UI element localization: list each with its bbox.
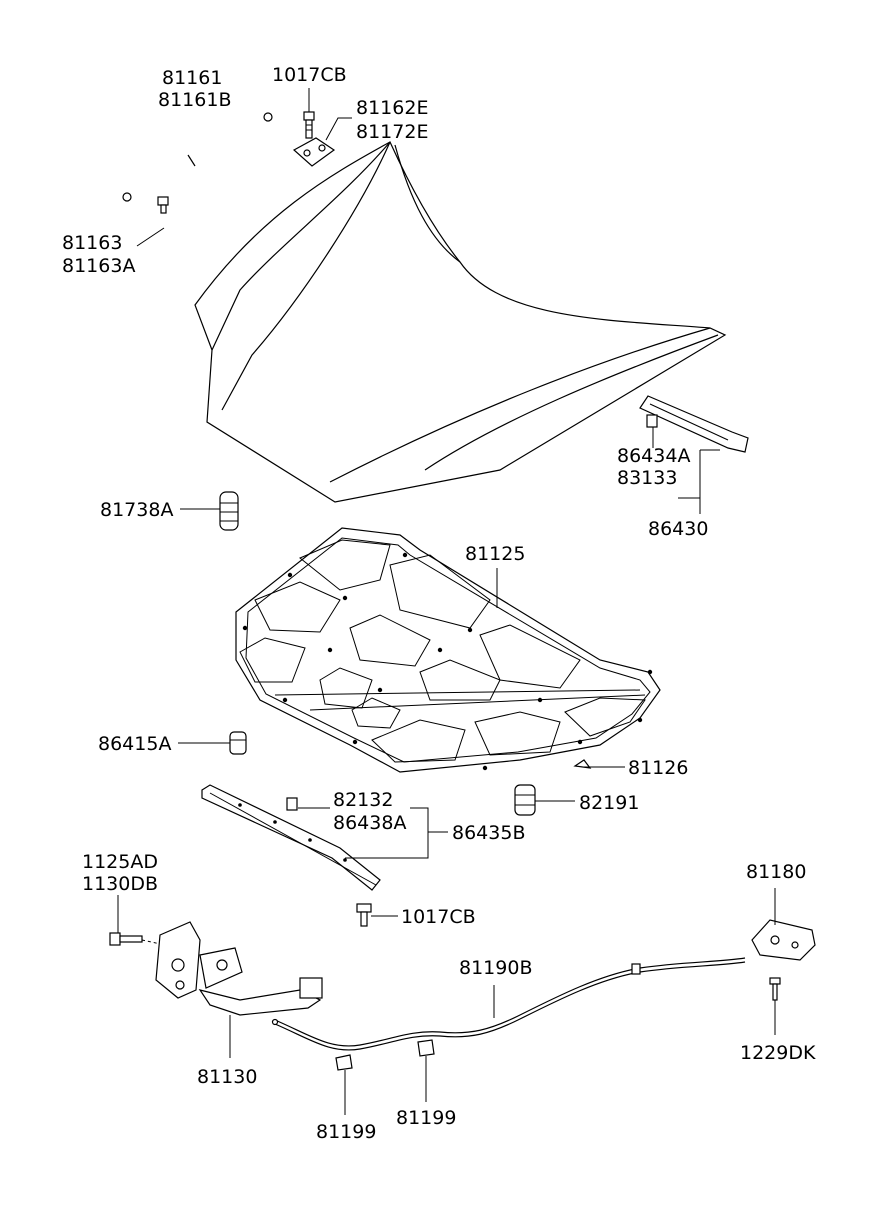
label-81163a: 81163A	[62, 255, 135, 277]
hood-panel	[194, 141, 727, 503]
label-81126: 81126	[628, 757, 688, 779]
label-81190b: 81190B	[459, 957, 532, 979]
label-1017cb-top: 1017CB	[272, 64, 347, 86]
hood-latch	[155, 921, 323, 1016]
label-81162e: 81162E	[356, 97, 428, 119]
label-1229dk: 1229DK	[740, 1042, 816, 1064]
label-86435b: 86435B	[452, 822, 525, 844]
release-cable	[271, 957, 746, 1051]
label-81161: 81161	[162, 67, 222, 89]
label-86415a: 86415A	[98, 733, 171, 755]
cable-clip-a	[335, 1054, 353, 1071]
label-81172e: 81172E	[356, 121, 428, 143]
rubber-stopper	[229, 731, 247, 755]
clip-82132	[286, 797, 298, 811]
label-83133: 83133	[617, 467, 677, 489]
hood-bumper	[219, 491, 239, 531]
label-82191: 82191	[579, 792, 639, 814]
label-81163: 81163	[62, 232, 122, 254]
release-handle	[751, 919, 816, 961]
bolt-1125ad	[109, 932, 143, 946]
bolt-top	[303, 111, 315, 139]
label-86434a: 86434A	[617, 445, 690, 467]
label-81738a: 81738A	[100, 499, 173, 521]
hood-insulator-pad	[235, 527, 661, 773]
strut-bracket	[292, 137, 336, 167]
ball-stud	[157, 196, 169, 214]
label-81180: 81180	[746, 861, 806, 883]
label-82132: 82132	[333, 789, 393, 811]
label-86430: 86430	[648, 518, 708, 540]
label-81199-b: 81199	[396, 1107, 456, 1129]
rubber-bumper-82191	[514, 784, 536, 816]
label-81125: 81125	[465, 543, 525, 565]
label-81199-a: 81199	[316, 1121, 376, 1143]
label-81161b: 81161B	[158, 89, 231, 111]
weatherstrip	[639, 395, 749, 453]
cable-clip-b	[417, 1039, 435, 1057]
label-1017cb-mid: 1017CB	[401, 906, 476, 928]
label-1125ad: 1125AD	[82, 851, 158, 873]
screw-1229dk	[769, 977, 781, 1001]
bolt-1017cb	[356, 903, 372, 927]
label-86438a: 86438A	[333, 812, 406, 834]
label-1130db: 1130DB	[82, 873, 158, 895]
label-81130: 81130	[197, 1066, 257, 1088]
clip-81126	[573, 759, 592, 769]
hood-lift-strut	[122, 112, 273, 202]
hood-support-bar	[201, 784, 381, 891]
